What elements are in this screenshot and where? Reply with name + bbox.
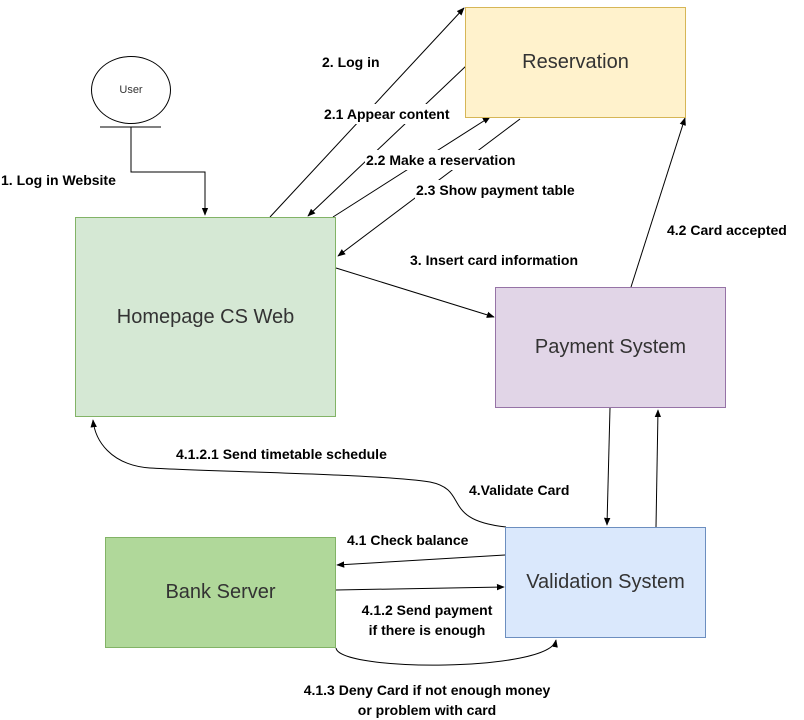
edge-check-balance — [336, 554, 506, 568]
edge-label-log-in-website: 1. Log in Website — [0, 170, 117, 190]
bank-server-label: Bank Server — [165, 581, 276, 603]
validation-system-node[interactable]: Validation System — [505, 527, 706, 638]
edge-label-log-in: 2. Log in — [321, 52, 381, 72]
reservation-node[interactable]: Reservation — [465, 7, 686, 118]
edge-user-homepage — [130, 127, 209, 216]
homepage-node[interactable]: Homepage CS Web — [75, 217, 336, 417]
edge-label-show-payment-table: 2.3 Show payment table — [415, 180, 576, 200]
reservation-label: Reservation — [522, 51, 629, 73]
edge-insert-card — [335, 267, 495, 318]
edge-label-appear-content: 2.1 Appear content — [323, 104, 451, 124]
edge-label-make-reservation: 2.2 Make a reservation — [365, 150, 517, 170]
edge-send-timetable — [90, 419, 507, 528]
edge-label-send-payment-line1: 4.1.2 Send payment — [361, 602, 493, 618]
edge-label-card-accepted: 4.2 Card accepted — [666, 220, 788, 240]
validation-system-label: Validation System — [526, 571, 685, 593]
edge-label-validate-card: 4.Validate Card — [468, 480, 571, 500]
edge-validation-payment — [654, 409, 662, 528]
homepage-label: Homepage CS Web — [116, 305, 295, 328]
user-actor[interactable]: User — [91, 56, 171, 124]
edge-label-send-payment-line2: if there is enough — [368, 622, 486, 638]
edge-deny-card — [335, 639, 558, 666]
edge-label-check-balance: 4.1 Check balance — [346, 530, 470, 550]
edge-send-payment — [335, 583, 505, 591]
edge-label-send-payment: 4.1.2 Send payment if there is enough — [350, 600, 504, 640]
payment-system-label: Payment System — [534, 336, 687, 358]
edge-label-insert-card: 3. Insert card information — [409, 250, 580, 270]
edge-validate-card — [603, 407, 611, 526]
bank-server-node[interactable]: Bank Server — [105, 537, 336, 648]
payment-system-node[interactable]: Payment System — [495, 287, 726, 408]
edge-label-send-timetable: 4.1.2.1 Send timetable schedule — [175, 444, 388, 464]
edge-appear-content — [307, 65, 467, 217]
edge-label-deny-card-line2: or problem with card — [357, 702, 497, 718]
edge-label-deny-card: 4.1.3 Deny Card if not enough money or p… — [283, 680, 571, 720]
user-label: User — [119, 84, 143, 96]
edge-label-deny-card-line1: 4.1.3 Deny Card if not enough money — [303, 682, 551, 698]
edge-card-accepted — [630, 117, 686, 288]
